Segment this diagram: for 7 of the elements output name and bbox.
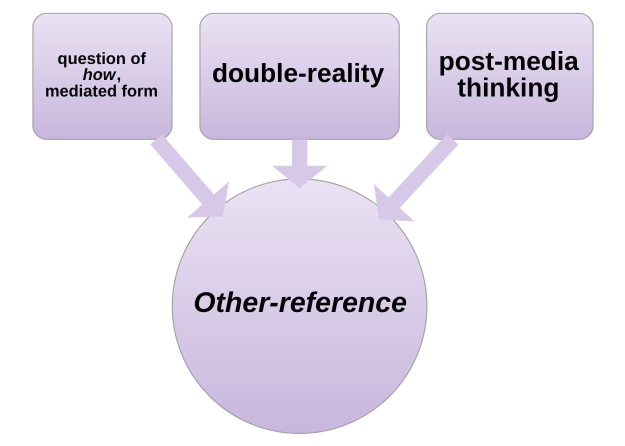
node-box: post-media thinking [426,12,594,140]
arrow [373,134,458,221]
arrow [272,138,327,188]
node-box: double-reality [198,12,400,140]
arrow [150,134,228,217]
node-box: question of how, mediated form [32,12,172,140]
node-circle: Other-reference [171,178,427,434]
